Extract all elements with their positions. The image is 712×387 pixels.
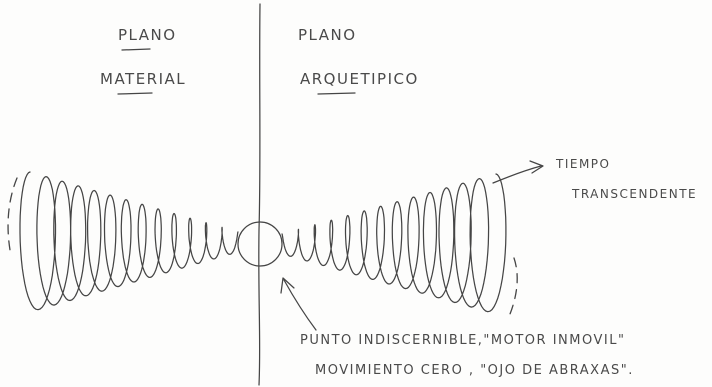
left-heading-underline-2 — [117, 92, 153, 95]
time-arrow — [492, 165, 542, 184]
right-spiral — [281, 173, 507, 313]
left-heading-line2: MATERIAL — [100, 70, 186, 88]
right-continuation-dash — [509, 257, 518, 315]
right-heading-underline — [317, 92, 356, 95]
dividing-line — [258, 3, 261, 386]
time-arrow-head — [529, 160, 544, 174]
center-note-arrow — [283, 279, 317, 331]
time-label-line2: TRANSCENDENTE — [571, 187, 697, 201]
center-note-line1: PUNTO INDISCERNIBLE,"MOTOR INMOVIL" — [300, 333, 625, 348]
right-heading-line1: PLANO — [298, 26, 357, 44]
center-note-line2: MOVIMIENTO CERO , "OJO DE ABRAXAS". — [315, 363, 634, 378]
center-note-arrow-head — [280, 277, 295, 294]
left-heading-line1: PLANO — [118, 26, 177, 44]
right-heading-line2: ARQUETIPICO — [300, 70, 419, 88]
left-heading-underline — [121, 48, 151, 51]
time-label-line1: TIEMPO — [555, 157, 611, 171]
center-point-circle — [237, 221, 283, 267]
left-spiral — [19, 171, 239, 311]
left-continuation-dash — [7, 177, 18, 251]
